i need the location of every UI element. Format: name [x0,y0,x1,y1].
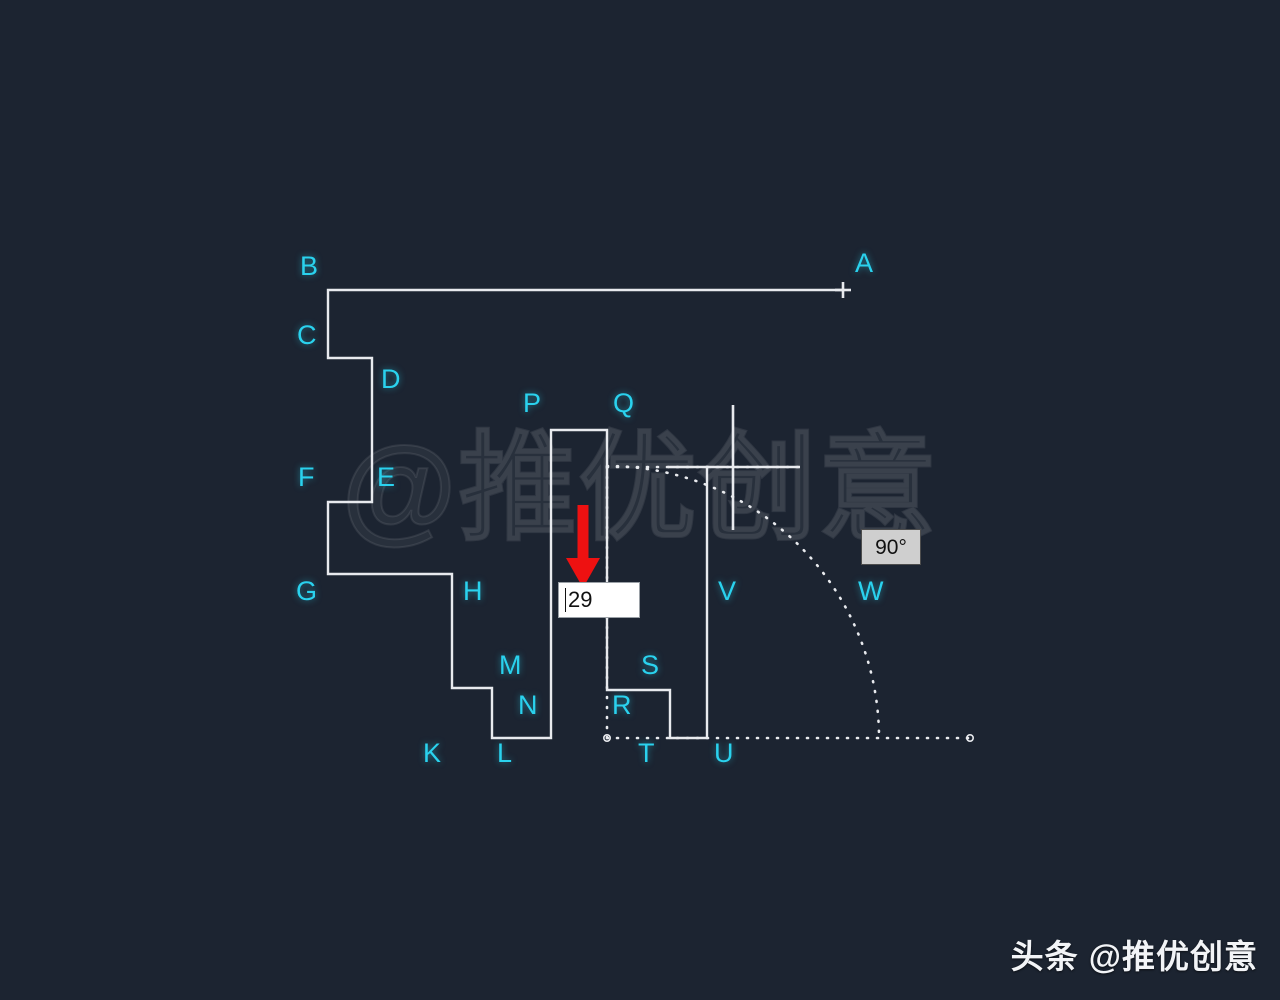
vertex-label-w: W [858,576,884,606]
vertex-label-r: R [612,690,632,720]
vertex-label-a: A [855,248,874,278]
vertex-label-b: B [300,251,319,281]
angle-tooltip-value: 90° [875,535,907,559]
vertex-label-d: D [381,364,401,394]
vertex-label-s: S [641,650,660,680]
vertex-label-v: V [718,576,737,606]
point-markers [602,282,974,742]
vertex-label-h: H [463,576,483,606]
watermark-corner: 头条 @推优创意 [1010,938,1258,975]
text-caret [565,588,566,612]
vertex-label-k: K [423,738,442,768]
vertex-label-f: F [298,462,315,492]
crosshair-cursor [668,405,800,530]
polyline-path [326,288,845,740]
dynamic-input-field[interactable]: 29 [558,582,640,618]
angle-arc [605,464,881,740]
vertex-label-n: N [518,690,538,720]
vertex-label-m: M [499,650,522,680]
vertex-label-p: P [523,388,542,418]
vertex-label-u: U [714,738,734,768]
arc-center-marker [602,733,611,742]
angle-tooltip: 90° [861,529,921,565]
arc-end-marker [965,733,974,742]
vertex-label-g: G [296,576,318,606]
vertex-label-c: C [297,320,317,350]
vertex-label-q: Q [613,388,635,418]
tracking-guides [605,465,972,740]
solid-polyline [326,288,845,740]
angle-arc-path [605,464,881,740]
vertex-label-e: E [377,462,396,492]
red-annotation-arrow [566,505,600,588]
red-arrow-head [566,558,600,588]
vertex-label-t: T [638,738,655,768]
vertex-label-l: L [497,738,513,768]
dynamic-input-value: 29 [568,587,593,612]
